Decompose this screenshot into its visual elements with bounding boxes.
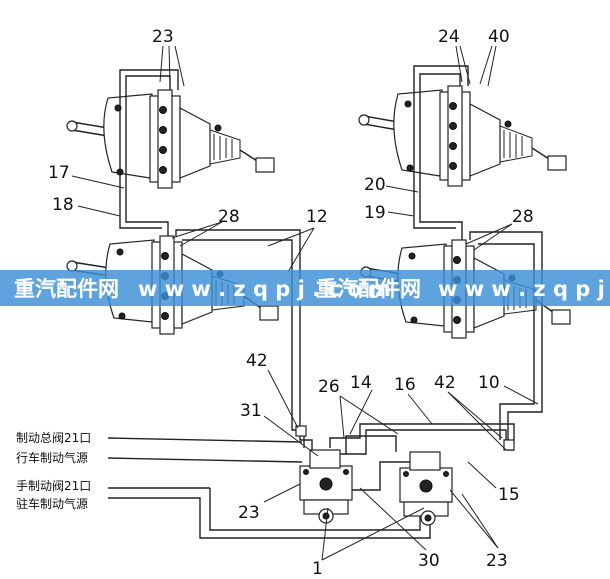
callout-numbers: 23 24 40 17 18 20 19 28 12 28 42 26 14 1… — [48, 27, 534, 579]
side-labels: 制动总阀21口 行车制动气源 手制动阀21口 驻车制动气源 — [16, 431, 91, 511]
relay-valve-left — [299, 449, 353, 524]
callout-30: 30 — [418, 551, 440, 571]
watermark-text-right: 重汽配件网 — [316, 277, 421, 301]
callout-31: 31 — [240, 401, 262, 421]
callout-18: 18 — [52, 195, 74, 215]
brake-chamber-upper-left — [66, 89, 275, 189]
callout-10: 10 — [478, 373, 500, 393]
callout-15: 15 — [498, 485, 520, 505]
callout-40: 40 — [488, 27, 510, 47]
watermark-band: 重汽配件网 w w w . z q p j . c o m 重汽配件网 w w … — [0, 270, 610, 306]
callout-24: 24 — [438, 27, 460, 47]
leader-lines — [71, 45, 539, 561]
callout-14: 14 — [350, 373, 372, 393]
watermark-background — [0, 270, 610, 306]
callout-20: 20 — [364, 175, 386, 195]
label-hand-valve-port: 手制动阀21口 — [16, 479, 91, 493]
relay-valve-right — [399, 451, 453, 526]
callout-17: 17 — [48, 163, 70, 183]
label-service-air-source: 行车制动气源 — [16, 450, 88, 465]
callout-19: 19 — [364, 203, 386, 223]
callout-42-right: 42 — [434, 373, 456, 393]
callout-23-left: 23 — [238, 503, 260, 523]
callout-16: 16 — [394, 375, 416, 395]
callout-26: 26 — [318, 377, 340, 397]
watermark-text-url-1: w w w . z q p j . c o m — [138, 277, 391, 301]
callout-28-left: 28 — [218, 207, 240, 227]
callout-23-right: 23 — [486, 551, 508, 571]
callout-42-left: 42 — [246, 351, 268, 371]
callout-23-top: 23 — [152, 27, 174, 47]
watermark-text-left: 重汽配件网 — [14, 277, 119, 301]
label-parking-air-source: 驻车制动气源 — [16, 496, 88, 511]
callout-28-right: 28 — [512, 207, 534, 227]
brake-chamber-upper-right — [358, 85, 567, 187]
watermark-text-url-2: w w w . z q p j . c o m — [438, 277, 610, 301]
callout-1: 1 — [312, 559, 323, 579]
fitting-42-right — [503, 439, 515, 451]
fitting-42-left — [295, 425, 307, 437]
label-service-valve-port: 制动总阀21口 — [16, 431, 91, 445]
callout-12: 12 — [306, 207, 328, 227]
